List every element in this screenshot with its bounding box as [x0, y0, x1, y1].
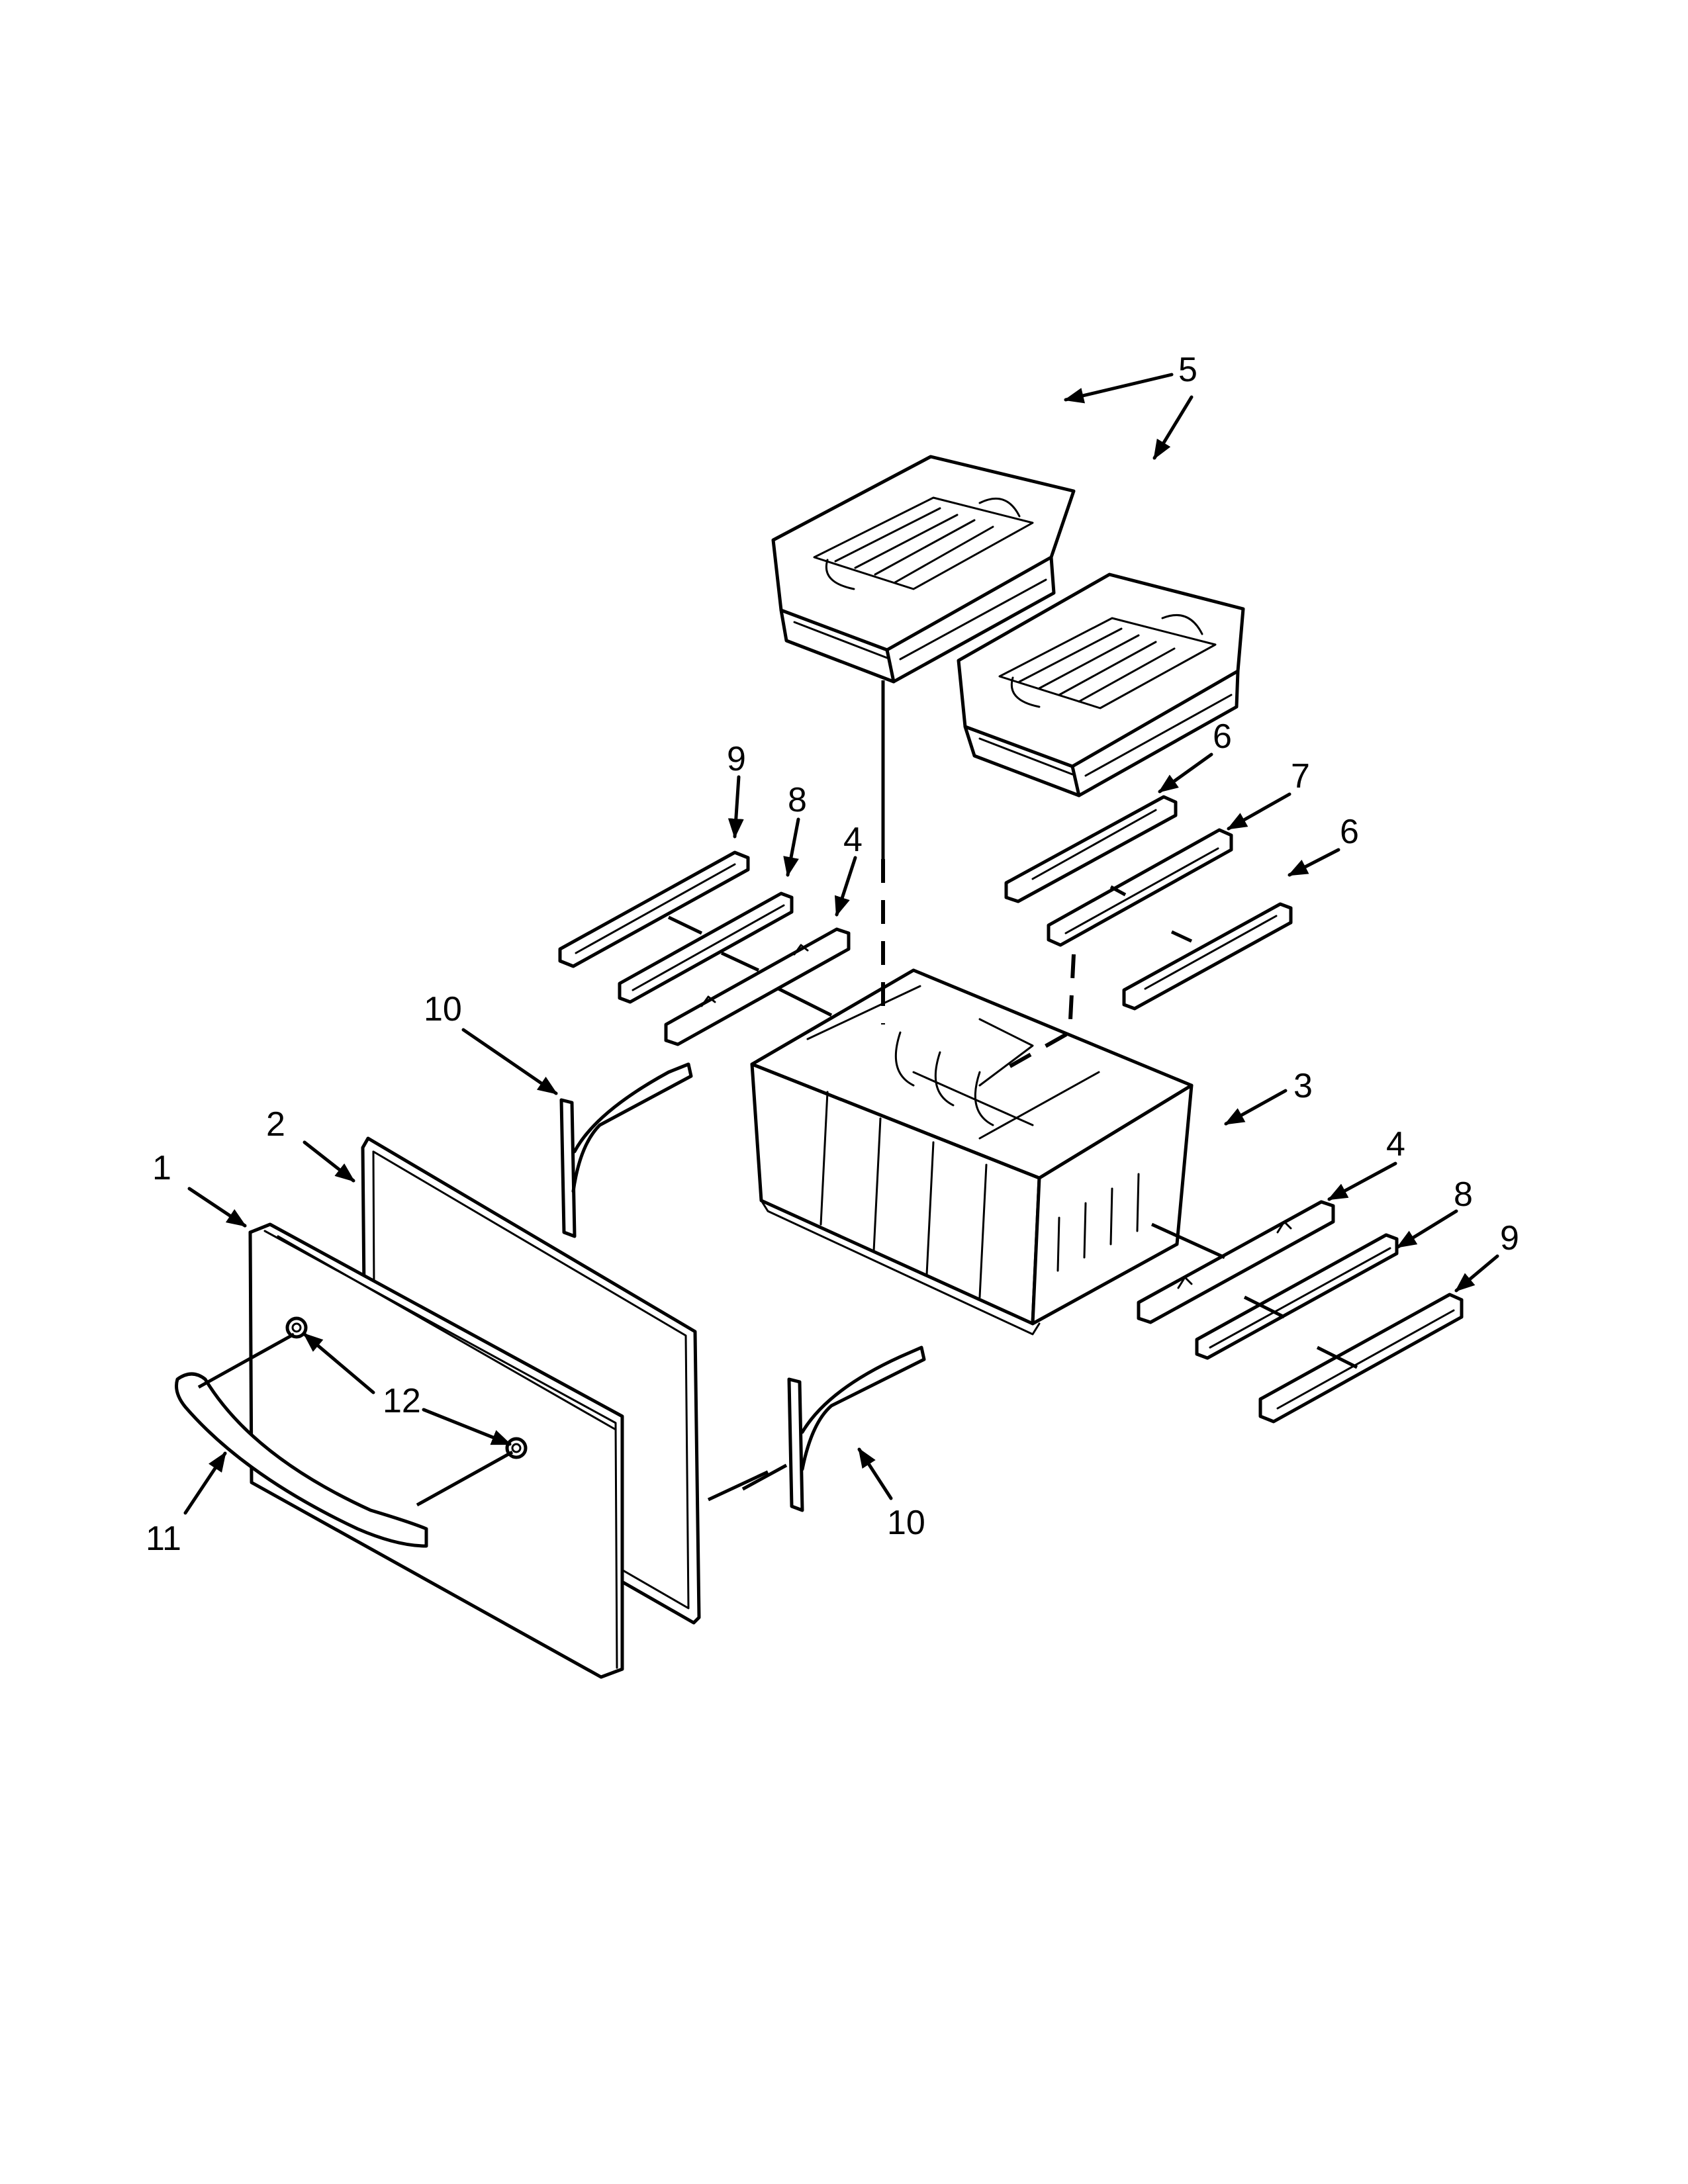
callout-8a: 8	[788, 781, 807, 819]
callout-11: 11	[146, 1520, 181, 1558]
callout-1: 1	[152, 1149, 171, 1187]
callout-10b: 10	[887, 1504, 925, 1542]
main-basket-part-3	[750, 968, 1194, 1336]
callout-9b: 9	[1500, 1219, 1519, 1257]
callout-7: 7	[1291, 757, 1310, 796]
assembly-connection-lines	[197, 680, 1358, 1507]
right-rail-part-6b	[1122, 902, 1293, 1011]
fastener-part-12a	[285, 1316, 308, 1339]
right-bracket-part-10	[787, 1345, 926, 1512]
left-rail-part-9	[558, 850, 750, 968]
callout-4a: 4	[843, 821, 863, 859]
right-rail-part-6a	[1004, 795, 1178, 903]
callout-8b: 8	[1454, 1175, 1473, 1214]
right-rail-part-4	[1137, 1200, 1335, 1324]
callout-10a: 10	[424, 990, 462, 1028]
right-rail-part-9	[1258, 1293, 1464, 1424]
callout-3: 3	[1293, 1067, 1313, 1105]
upper-basket-part-5b	[957, 572, 1245, 797]
callout-12: 12	[383, 1382, 421, 1420]
door-handle-part-11	[175, 1372, 428, 1548]
callout-leaders	[183, 373, 1499, 1515]
left-rail-part-4	[664, 927, 851, 1046]
callout-6a: 6	[1213, 717, 1232, 756]
left-bracket-part-10	[559, 1062, 693, 1238]
callout-9a: 9	[727, 740, 746, 778]
upper-basket-part-5a	[771, 455, 1076, 684]
right-rail-part-8	[1195, 1233, 1399, 1360]
callout-numbers: 1 2 3 4 4 5 6 6 7 8 8 9 9 10 10 11 12	[146, 351, 1519, 1558]
door-panel-part-1	[248, 1222, 624, 1679]
callout-6b: 6	[1340, 813, 1359, 851]
callout-4b: 4	[1386, 1125, 1405, 1163]
left-rail-part-8	[618, 891, 794, 1004]
callout-5: 5	[1178, 351, 1197, 389]
callout-2: 2	[266, 1105, 285, 1144]
right-rail-part-7	[1047, 828, 1233, 947]
